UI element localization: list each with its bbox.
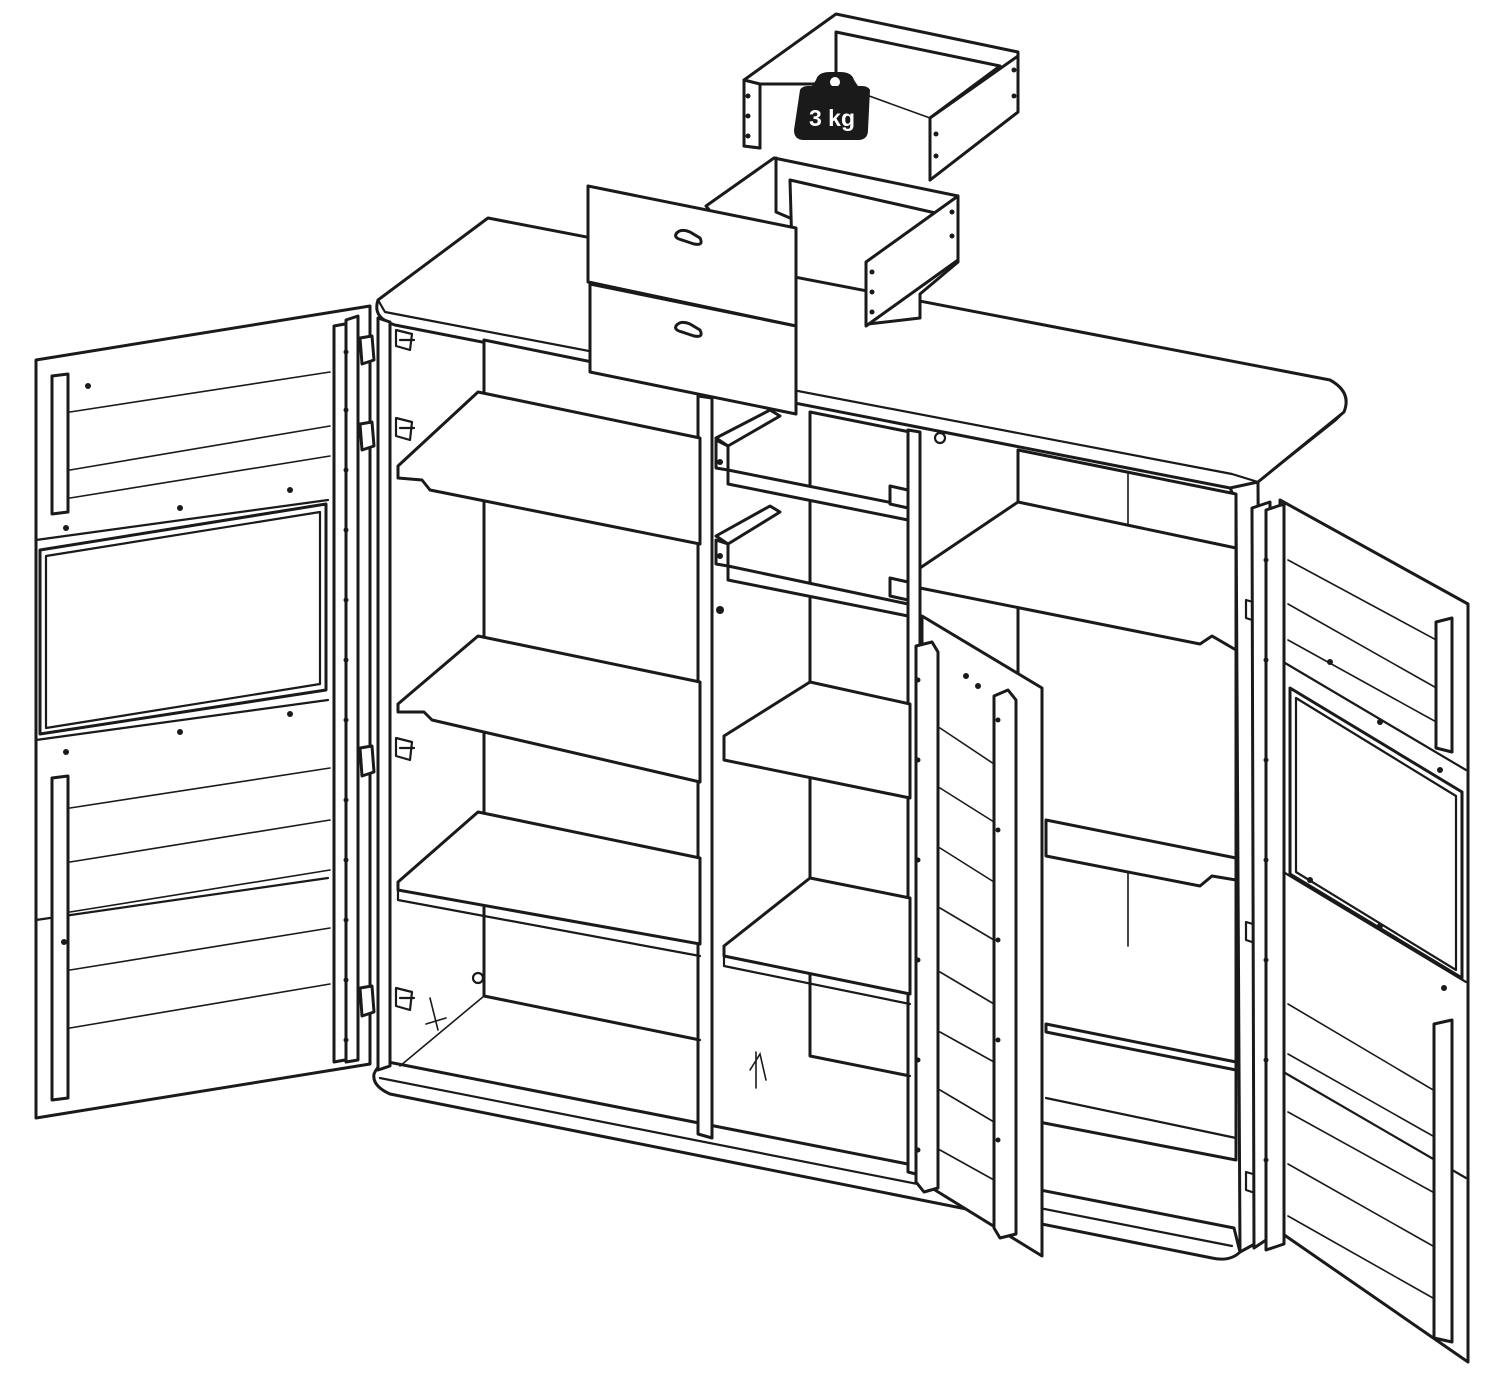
shelf-left-2 (396, 634, 702, 784)
shelf-center-2 (722, 876, 912, 996)
left-door-hinge-4 (358, 984, 376, 1018)
weight-badge: 3 kg (794, 72, 870, 140)
cabinet-left-side (376, 316, 392, 1072)
shelf-right-3 (1044, 1022, 1238, 1072)
shelf-center-1 (722, 680, 912, 800)
left-door-hinge-3 (358, 744, 376, 778)
drawer-runners (714, 408, 910, 618)
drawer-handle-lower (674, 320, 703, 338)
middle-door-panel (920, 614, 1044, 1258)
shelf-right-1 (918, 500, 1238, 652)
left-door-hinge-1 (358, 334, 376, 366)
right-door (1250, 498, 1470, 1364)
drawer-lower (586, 156, 960, 416)
left-door (34, 304, 376, 1120)
shelf-left-3 (396, 810, 702, 946)
shelf-right-2 (1044, 818, 1238, 888)
shelves (396, 390, 1238, 1140)
middle-door (914, 614, 1044, 1258)
left-door-glass (38, 502, 328, 736)
drawer-handle-upper (674, 228, 703, 246)
weight-label: 3 kg (809, 105, 855, 131)
weight-icon (794, 72, 870, 140)
left-door-hinge-2 (358, 420, 376, 452)
right-door-glass (1288, 686, 1464, 980)
drawer-upper (742, 12, 1020, 182)
